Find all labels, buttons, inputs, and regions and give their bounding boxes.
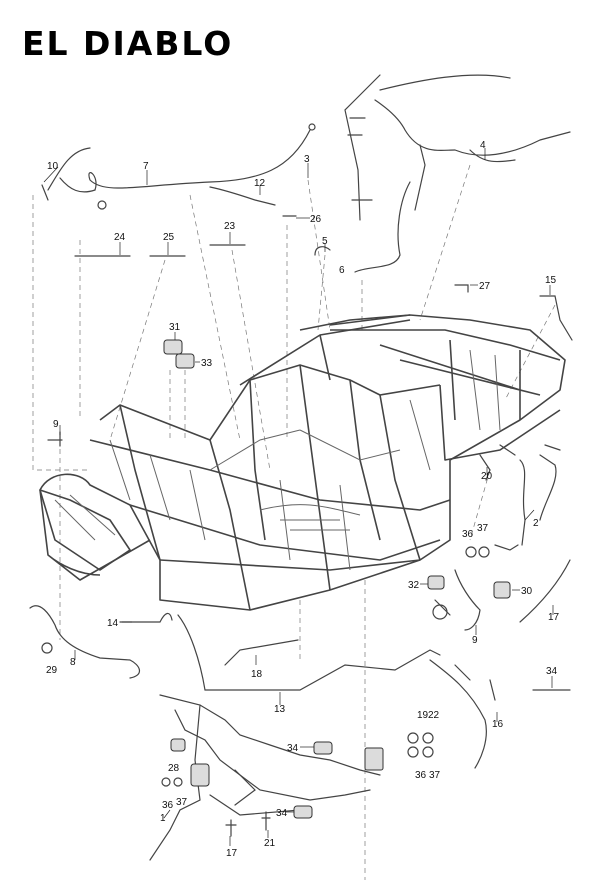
main-chassis-frame (39, 314, 566, 611)
callout-7: 7 (143, 161, 149, 172)
alignment-guides (32, 164, 556, 880)
callout-27: 27 (479, 281, 491, 292)
callout-15: 15 (545, 275, 557, 286)
callout-12: 12 (254, 178, 266, 189)
callout-36-right: 36 (462, 529, 474, 540)
callout-labels: 10 7 3 4 12 24 25 23 26 5 6 27 15 31 33 … (46, 140, 560, 859)
callout-19: 19 (417, 710, 429, 721)
callout-22: 22 (428, 710, 440, 721)
callout-30: 30 (521, 586, 533, 597)
callout-3: 3 (304, 154, 310, 165)
callout-34-lower: 34 (276, 808, 288, 819)
callout-9: 9 (472, 635, 478, 646)
callout-37-right: 37 (477, 523, 489, 534)
callout-26: 26 (310, 214, 322, 225)
callout-18: 18 (251, 669, 263, 680)
callout-37-mid: 37 (429, 770, 441, 781)
callout-31: 31 (169, 322, 181, 333)
callout-11: 10 (47, 161, 59, 172)
upper-parts (41, 74, 573, 447)
callout-13: 13 (274, 704, 286, 715)
callout-16: 16 (492, 719, 504, 730)
callout-6: 6 (339, 265, 345, 276)
callout-34-upper: 34 (287, 743, 299, 754)
callout-leaders (43, 148, 554, 846)
callout-32: 32 (408, 580, 420, 591)
callout-35: 34 (546, 666, 558, 677)
callout-36-left: 36 (162, 800, 174, 811)
callout-17-right: 17 (548, 612, 560, 623)
callout-21: 21 (264, 838, 276, 849)
callout-2: 2 (533, 518, 539, 529)
callout-24: 24 (114, 232, 126, 243)
callout-33: 33 (201, 358, 213, 369)
lower-parts (29, 605, 496, 861)
callout-5: 5 (322, 236, 328, 247)
callout-10: 9 (53, 419, 59, 430)
callout-1: 1 (160, 813, 166, 824)
callout-25: 25 (163, 232, 175, 243)
page-title: EL DIABLO (22, 24, 234, 63)
callout-36-mid: 36 (415, 770, 427, 781)
callout-37-left: 37 (176, 797, 188, 808)
callout-4: 4 (480, 140, 486, 151)
callout-29: 29 (46, 665, 58, 676)
callout-23: 23 (224, 221, 236, 232)
callout-28: 28 (168, 763, 180, 774)
callout-20: 20 (481, 471, 493, 482)
callout-8: 8 (70, 657, 76, 668)
callout-14: 14 (107, 618, 119, 629)
callout-17-bottom: 17 (226, 848, 238, 859)
